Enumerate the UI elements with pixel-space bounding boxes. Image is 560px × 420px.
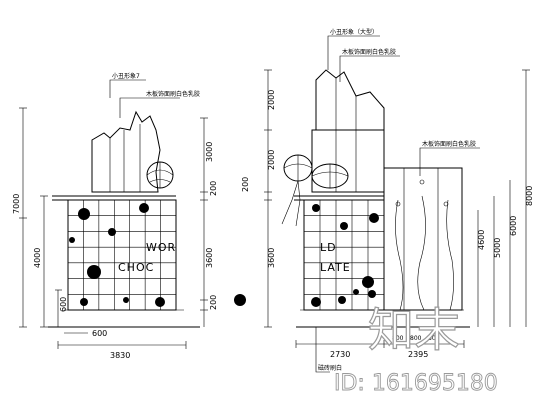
right-dim-800-c: 800 [428, 335, 440, 342]
decor-dot [338, 296, 346, 304]
left-dim-3830: 3830 [110, 351, 130, 360]
watermark: 知末 ID: 161695180 [334, 302, 499, 396]
left-grid-text-row2: CHOC [118, 261, 154, 274]
right-grid-text-row1: LD [320, 241, 337, 254]
left-note-top: 小丑形象7 [112, 72, 140, 80]
left-dim-4000: 4000 [33, 248, 42, 268]
decor-dot [123, 297, 129, 303]
decor-dot [340, 222, 348, 230]
left-elevation: 7000 4000 600 3000 200 3600 200 [12, 72, 218, 360]
right-dim-800-b: 800 [410, 335, 422, 342]
decor-dot [108, 228, 116, 236]
right-dim-2000-top: 2000 [267, 90, 276, 110]
right-dim-200: 200 [241, 177, 250, 192]
right-dim-2730: 2730 [330, 350, 350, 359]
decor-dot [80, 298, 88, 306]
decor-dot [69, 237, 75, 243]
right-dim-5000: 5000 [493, 238, 502, 258]
right-decor-dots [234, 204, 379, 307]
left-dim-3000: 3000 [205, 142, 214, 162]
right-clown-cutout [315, 69, 385, 131]
right-elevation: 2000 2000 200 3600 4600 5000 6000 8000 [234, 28, 534, 373]
right-note-top: 小丑形象（大型） [330, 28, 378, 36]
watermark-id: ID: 161695180 [334, 371, 498, 396]
decor-dot [362, 276, 374, 288]
decor-dot [87, 265, 101, 279]
right-dim-3600: 3600 [267, 248, 276, 268]
left-dim-7000: 7000 [12, 194, 21, 214]
decor-dot [312, 204, 320, 212]
right-dim-4600: 4600 [477, 230, 486, 250]
left-decor-dots [69, 203, 165, 307]
left-dim-200-bottom: 200 [209, 295, 218, 310]
decor-dot [369, 213, 379, 223]
left-dim-200-top: 200 [209, 181, 218, 196]
right-note-right: 木板饰面刷白色乳胶 [422, 140, 476, 148]
left-grid-text-row1: WOR [146, 241, 176, 254]
right-dim-2395: 2395 [408, 350, 428, 359]
decor-dot [139, 203, 149, 213]
left-dim-600-bottom: 600 [92, 329, 107, 338]
left-clown-cutout [91, 110, 161, 193]
left-dim-3600: 3600 [205, 248, 214, 268]
decor-dot [353, 289, 359, 295]
right-side-panel [383, 167, 463, 311]
decor-dot [234, 294, 246, 306]
right-note-bottom: 磁砖刷白 [318, 364, 342, 372]
right-dim-800-a: 800 [392, 335, 404, 342]
right-grid-text-row2: LATE [320, 261, 351, 274]
decor-dot [311, 297, 321, 307]
decor-dot [155, 297, 165, 307]
left-note-mid: 木板饰面刷白色乳胶 [146, 90, 200, 98]
right-dim-6000: 6000 [509, 216, 518, 236]
decor-dot [78, 208, 90, 220]
right-dim-2000-mid: 2000 [267, 150, 276, 170]
right-dim-8000: 8000 [525, 186, 534, 206]
decor-dot [368, 290, 376, 298]
watermark-brand: 知末 [368, 303, 460, 357]
right-note-mid: 木板饰面刷白色乳胶 [342, 48, 396, 56]
left-dim-600-side: 600 [59, 297, 68, 312]
